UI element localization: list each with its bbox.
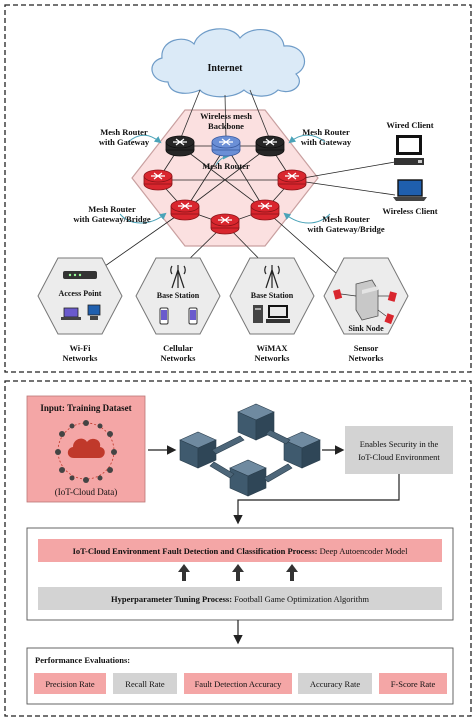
sensor-label-1: Sensor bbox=[354, 343, 379, 353]
hyperparameter-bold: Hyperparameter Tuning Process: bbox=[111, 594, 232, 604]
hyperparameter-rest: Football Game Optimization Algorithm bbox=[232, 594, 369, 604]
security-label-1: Enables Security in the bbox=[360, 439, 439, 449]
desktop-computer-icon bbox=[394, 135, 424, 165]
router-gateway-right-icon bbox=[255, 135, 285, 157]
access-point-label: Access Point bbox=[59, 289, 102, 298]
internet-label: Internet bbox=[208, 63, 244, 74]
wimax-server-icon bbox=[253, 305, 263, 323]
input-caption: (IoT-Cloud Data) bbox=[55, 487, 117, 497]
iot-cloud-icon bbox=[55, 420, 117, 483]
blockchain-cubes-icon bbox=[179, 403, 321, 497]
gateway-right-label-1: Mesh Router bbox=[302, 127, 350, 137]
bridge-left-label-2: with Gateway/Bridge bbox=[73, 214, 150, 224]
router-red-left-icon bbox=[143, 169, 173, 191]
security-box bbox=[345, 426, 453, 474]
cloud-icon bbox=[151, 28, 306, 98]
wifi-desktop-icon bbox=[87, 304, 101, 320]
bridge-right-label-2: with Gateway/Bridge bbox=[307, 224, 384, 234]
pipeline-panel-border bbox=[4, 380, 472, 717]
metric-accuracy-label: Accuracy Rate bbox=[310, 679, 360, 689]
laptop-icon bbox=[393, 179, 427, 201]
sink-node-label: Sink Node bbox=[348, 324, 384, 333]
router-central-icon bbox=[211, 135, 241, 157]
metric-accuracy: Accuracy Rate bbox=[298, 673, 372, 694]
metric-recall-label: Recall Rate bbox=[125, 679, 165, 689]
gateway-left-label-2: with Gateway bbox=[99, 137, 150, 147]
hyperparameter-label: Hyperparameter Tuning Process: Football … bbox=[111, 594, 369, 604]
cellular-label-1: Cellular bbox=[163, 343, 193, 353]
wimax-label-2: Networks bbox=[255, 353, 291, 363]
hyperparameter-box bbox=[38, 587, 442, 610]
metric-precision-label: Precision Rate bbox=[45, 679, 95, 689]
base-station-label-2: Base Station bbox=[251, 291, 294, 300]
network-panel-border bbox=[4, 4, 472, 373]
wireless-client-label: Wireless Client bbox=[382, 206, 437, 216]
access-point-icon bbox=[63, 271, 97, 279]
security-label-2: IoT-Cloud Environment bbox=[358, 452, 440, 462]
metric-fscore: F-Score Rate bbox=[379, 673, 447, 694]
metric-recall: Recall Rate bbox=[113, 673, 177, 694]
sensor-node-icons bbox=[333, 289, 397, 325]
wimax-tower-icon bbox=[264, 265, 280, 289]
tuning-arrows bbox=[178, 564, 298, 581]
cellular-label-2: Networks bbox=[161, 353, 197, 363]
bridge-left-label-1: Mesh Router bbox=[88, 204, 136, 214]
metric-fscore-label: F-Score Rate bbox=[391, 679, 436, 689]
performance-title: Performance Evaluations: bbox=[35, 655, 130, 665]
backbone-label-2: Backbone bbox=[208, 121, 244, 131]
router-red-right-icon bbox=[277, 169, 307, 191]
router-bridge-left-icon bbox=[170, 199, 200, 221]
sensor-label-2: Networks bbox=[349, 353, 385, 363]
fault-detection-box bbox=[38, 539, 442, 562]
wired-client-label: Wired Client bbox=[386, 120, 433, 130]
base-station-label-1: Base Station bbox=[157, 291, 200, 300]
router-bottom-icon bbox=[210, 213, 240, 235]
mesh-router-label: Mesh Router bbox=[202, 161, 250, 171]
metric-fault-accuracy-label: Fault Detection Accuracy bbox=[195, 679, 283, 689]
wifi-label-2: Networks bbox=[63, 353, 99, 363]
input-title: Input: Training Dataset bbox=[40, 403, 131, 413]
cell-phone-icon-1 bbox=[159, 307, 169, 325]
sink-node-icon bbox=[355, 279, 379, 321]
wimax-label-1: WiMAX bbox=[256, 343, 288, 353]
cell-tower-icon bbox=[170, 265, 186, 289]
sensor-links bbox=[340, 293, 389, 317]
fault-detection-label: IoT-Cloud Environment Fault Detection an… bbox=[73, 546, 409, 556]
metric-precision: Precision Rate bbox=[34, 673, 106, 694]
backbone-label-1: Wireless mesh bbox=[200, 111, 252, 121]
wimax-desktop-icon bbox=[266, 305, 290, 323]
router-bridge-right-icon bbox=[250, 199, 280, 221]
wifi-label-1: Wi-Fi bbox=[69, 343, 91, 353]
fault-detection-rest: Deep Autoencoder Model bbox=[318, 546, 409, 556]
bridge-right-label-1: Mesh Router bbox=[322, 214, 370, 224]
router-gateway-left-icon bbox=[165, 135, 195, 157]
arrow-security-to-process bbox=[233, 474, 400, 525]
internet-links bbox=[179, 89, 271, 141]
gateway-right-label-2: with Gateway bbox=[301, 137, 352, 147]
fault-detection-bold: IoT-Cloud Environment Fault Detection an… bbox=[73, 546, 318, 556]
metric-fault-accuracy: Fault Detection Accuracy bbox=[184, 673, 292, 694]
gateway-left-label-1: Mesh Router bbox=[100, 127, 148, 137]
cell-phone-icon-2 bbox=[188, 307, 198, 325]
wifi-laptop-icon bbox=[61, 307, 81, 320]
